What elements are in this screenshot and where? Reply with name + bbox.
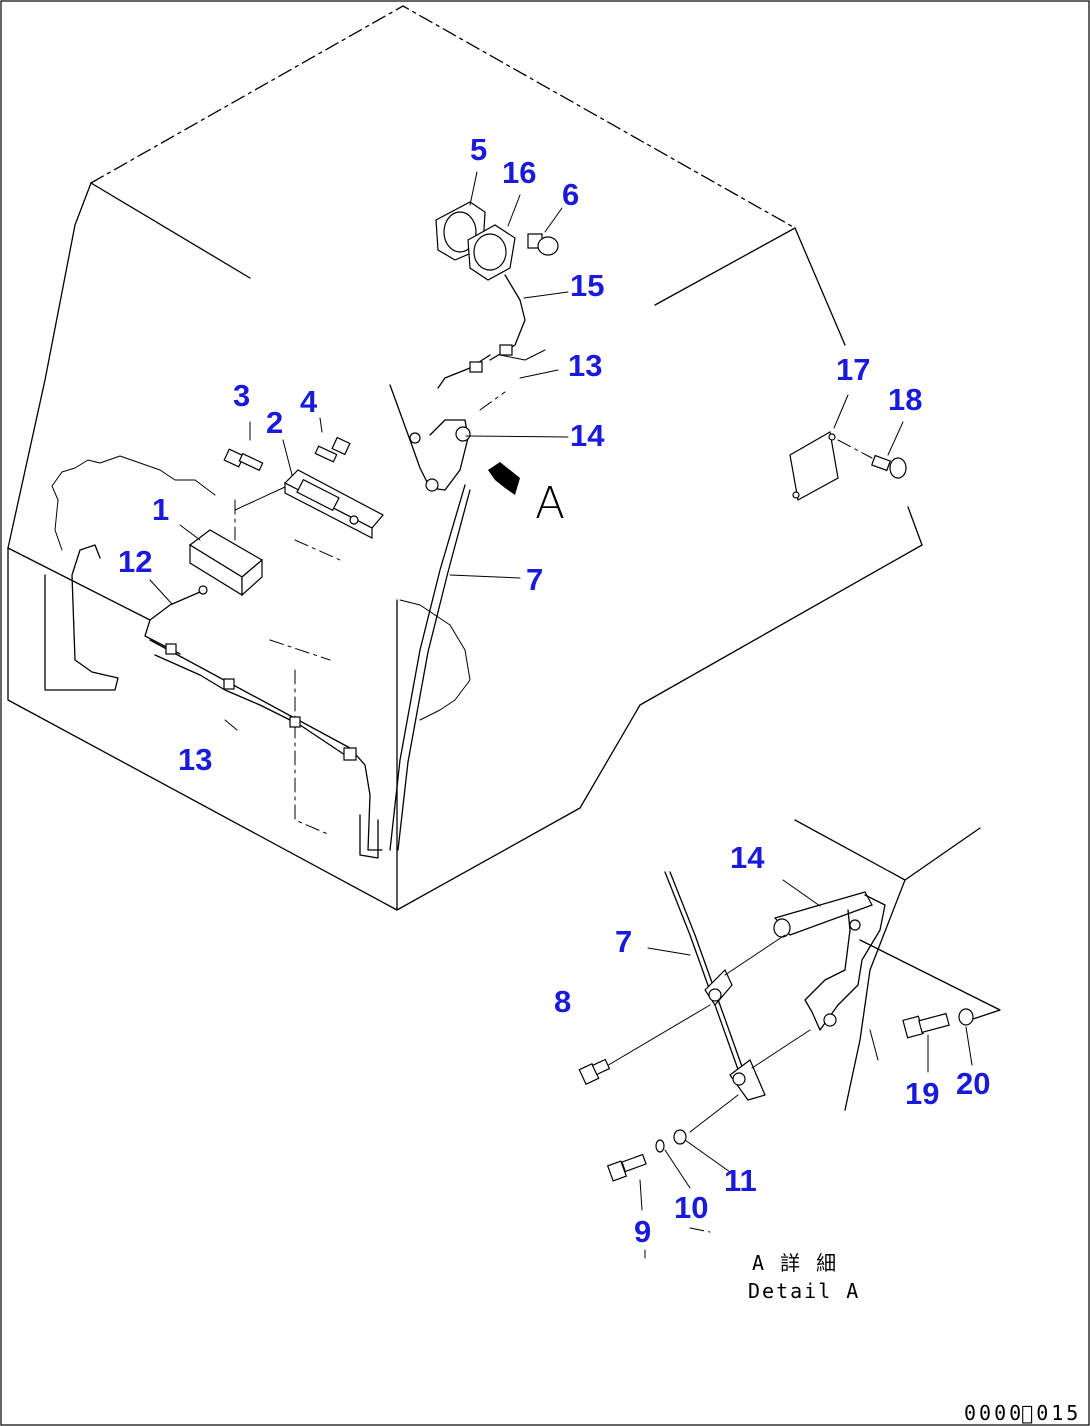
callout-2: 2 xyxy=(266,405,283,440)
callout-16: 16 xyxy=(502,155,536,190)
drawing-number: 0000ﾞ015 xyxy=(964,1401,1081,1425)
callout-6: 6 xyxy=(562,177,579,212)
callout-3: 3 xyxy=(233,378,250,413)
part-6-bulb xyxy=(527,233,559,256)
part-3-bolt xyxy=(223,448,264,472)
callouts: 1 2 3 4 5 16 6 15 13 14 7 12 13 17 18 14… xyxy=(118,132,990,1249)
detail-label-jp: A 詳 細 xyxy=(752,1251,838,1275)
cab-outline xyxy=(7,5,923,911)
callout-12: 12 xyxy=(118,544,152,579)
callout-10: 10 xyxy=(674,1190,708,1225)
detail-label-en: Detail A xyxy=(748,1279,860,1303)
part-14-bracket-upper xyxy=(389,384,506,492)
callout-1: 1 xyxy=(152,492,169,527)
view-arrow-a xyxy=(488,462,520,495)
engine-area xyxy=(44,455,471,721)
callout-18: 18 xyxy=(888,382,922,417)
part-4-bolt xyxy=(314,436,351,463)
part-12-cable xyxy=(144,585,208,655)
callout-13-upper: 13 xyxy=(568,348,602,383)
callout-14-upper: 14 xyxy=(570,418,605,453)
part-18-bolt xyxy=(837,439,907,479)
part-1-box xyxy=(188,499,264,597)
callout-7-upper: 7 xyxy=(526,562,543,597)
callout-4: 4 xyxy=(300,384,318,419)
callout-13-lower: 13 xyxy=(178,742,212,777)
leader-lines xyxy=(149,171,973,1259)
callout-9: 9 xyxy=(634,1214,651,1249)
callout-19: 19 xyxy=(905,1076,939,1111)
callout-15: 15 xyxy=(570,268,604,303)
part-7-cable xyxy=(389,484,471,851)
part-13-harness-lower xyxy=(149,639,383,859)
callout-11: 11 xyxy=(724,1163,757,1198)
callout-8: 8 xyxy=(554,984,571,1019)
part-16-lamp-lens xyxy=(467,224,516,281)
callout-14-detail: 14 xyxy=(730,840,765,875)
view-marker-label: A xyxy=(535,478,565,529)
callout-7-detail: 7 xyxy=(615,924,632,959)
detail-a-drawing xyxy=(578,819,1001,1182)
part-13-harness-upper xyxy=(437,344,559,389)
part-17-plate xyxy=(789,431,839,501)
part-2-bracket xyxy=(234,469,384,539)
callout-20: 20 xyxy=(956,1066,990,1101)
callout-5: 5 xyxy=(470,132,487,167)
callout-17: 17 xyxy=(836,352,870,387)
